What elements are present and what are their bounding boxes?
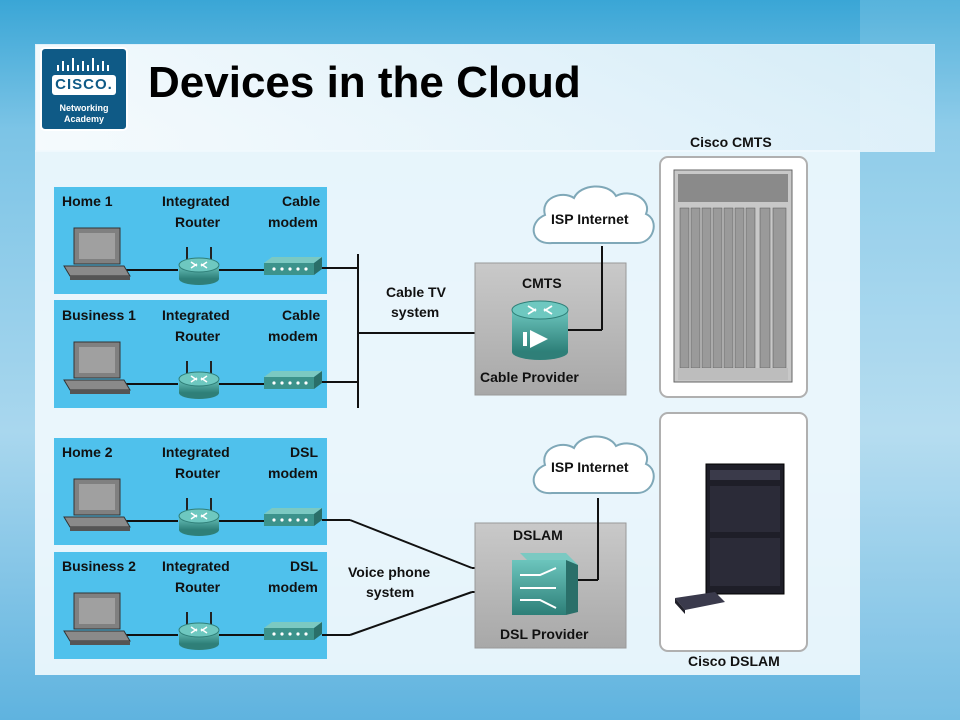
router-label: Integrated: [162, 558, 230, 574]
cmts-chassis-photo: [659, 156, 808, 398]
modem-icon: [264, 371, 322, 389]
slide-title: Devices in the Cloud: [148, 58, 581, 107]
cable-provider-label: Cable Provider: [480, 369, 579, 385]
logo-wordmark: CISCO.: [52, 75, 116, 95]
modem-label: Cable: [282, 193, 320, 209]
modem-icon: [264, 622, 322, 640]
router-label: Integrated: [162, 444, 230, 460]
cmts-title: CMTS: [522, 275, 562, 291]
dslam-device-icon: [512, 553, 578, 615]
modem-label: DSL: [290, 558, 318, 574]
voice-system-label: system: [366, 584, 414, 600]
header-band: [35, 44, 935, 152]
router-label: Integrated: [162, 307, 230, 323]
router-label: Router: [175, 579, 221, 595]
router-label: Router: [175, 465, 221, 481]
isp-cloud-icon: [532, 435, 655, 495]
voice-system-label: Voice phone: [348, 564, 430, 580]
isp-cloud-icon: [532, 185, 655, 245]
cisco-bars-icon: [57, 58, 109, 71]
site-name: Home 1: [62, 193, 113, 209]
cmts-photo-caption: Cisco CMTS: [690, 134, 772, 150]
isp-cloud-label: ISP Internet: [551, 459, 629, 475]
computer-icon: [63, 592, 131, 646]
logo-line1: Networking: [59, 103, 109, 113]
cisco-logo: CISCO. Networking Academy: [40, 47, 128, 131]
cmts-router-icon: [511, 300, 569, 360]
modem-label: modem: [268, 579, 318, 595]
site-name: Home 2: [62, 444, 113, 460]
logo-subtitle: Networking Academy: [42, 103, 126, 125]
modem-label: modem: [268, 465, 318, 481]
dslam-chassis-photo: [659, 412, 808, 652]
dslam-title: DSLAM: [513, 527, 563, 543]
computer-icon: [63, 227, 131, 281]
modem-label: modem: [268, 214, 318, 230]
modem-icon: [264, 257, 322, 275]
isp-cloud-label: ISP Internet: [551, 211, 629, 227]
modem-label: modem: [268, 328, 318, 344]
dsl-provider-label: DSL Provider: [500, 626, 589, 642]
cable-system-label: system: [391, 304, 439, 320]
lan-links: [118, 269, 264, 636]
modem-label: Cable: [282, 307, 320, 323]
router-label: Integrated: [162, 193, 230, 209]
modem-icon: [264, 508, 322, 526]
computer-icon: [63, 478, 131, 532]
logo-line2: Academy: [63, 114, 105, 124]
site-name: Business 1: [62, 307, 136, 323]
router-label: Router: [175, 328, 221, 344]
cable-system-label: Cable TV: [386, 284, 447, 300]
computer-icon: [63, 341, 131, 395]
router-label: Router: [175, 214, 221, 230]
dslam-photo-caption: Cisco DSLAM: [688, 653, 780, 669]
modem-label: DSL: [290, 444, 318, 460]
site-name: Business 2: [62, 558, 136, 574]
